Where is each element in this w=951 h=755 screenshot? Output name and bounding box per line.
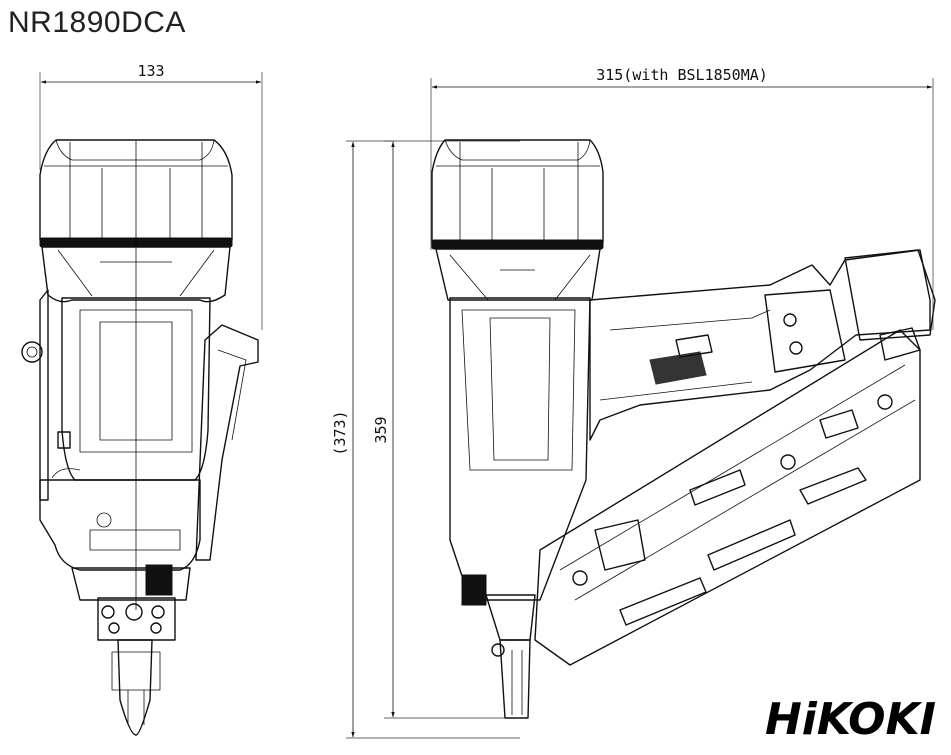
brand-logo: HiKOKI	[765, 694, 936, 745]
height-overall-label: (373)	[331, 410, 349, 455]
dimension-length: 315(with BSL1850MA)	[430, 66, 934, 330]
dimension-width: 133	[39, 62, 263, 330]
dimension-height: 359	[372, 140, 520, 719]
length-label: 315(with BSL1850MA)	[596, 66, 768, 84]
dimension-height-overall: (373)	[331, 140, 520, 739]
model-title: NR1890DCA	[8, 6, 186, 39]
side-view	[431, 139, 936, 719]
front-view	[21, 139, 259, 736]
width-label: 133	[137, 62, 164, 80]
height-label: 359	[372, 416, 390, 443]
